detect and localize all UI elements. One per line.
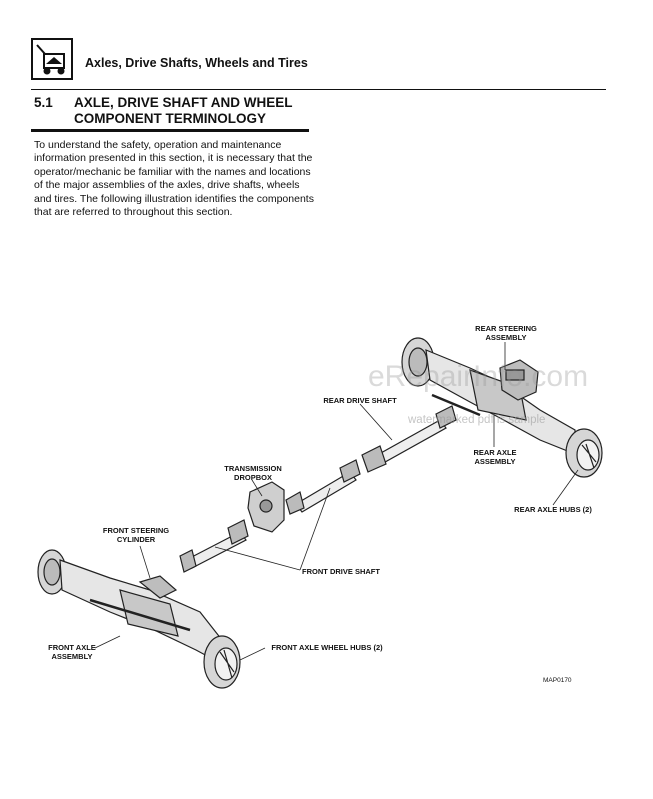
axle-drive-shaft-diagram <box>37 337 603 689</box>
rear-axle-illustration <box>401 337 603 478</box>
callout-front-drive-shaft: FRONT DRIVE SHAFT <box>302 567 380 576</box>
callout-front-axle-wheel-hubs: FRONT AXLE WHEEL HUBS (2) <box>271 643 383 652</box>
header-divider <box>31 89 606 90</box>
rear-drive-shaft-illustration <box>361 405 457 473</box>
figure-code: MAP0170 <box>543 677 572 684</box>
section-number: 5.1 <box>34 95 53 110</box>
callout-rear-steering-assembly: REAR STEERING ASSEMBLY <box>475 324 537 342</box>
watermark-site: eRepairInfo.com <box>368 360 589 393</box>
callout-rear-drive-shaft: REAR DRIVE SHAFT <box>323 396 397 405</box>
front-drive-shaft-illustration <box>179 459 361 573</box>
callout-rear-axle-assembly: REAR AXLE ASSEMBLY <box>473 448 517 466</box>
section-title: AXLE, DRIVE SHAFT AND WHEEL COMPONENT TE… <box>74 95 293 126</box>
watermark-note: watermarked pdf is sample <box>408 414 546 426</box>
transmission-dropbox-illustration <box>247 481 285 533</box>
callout-rear-axle-hubs: REAR AXLE HUBS (2) <box>514 505 592 514</box>
section-body-text: To understand the safety, operation and … <box>34 139 314 219</box>
front-axle-illustration <box>37 549 241 689</box>
callout-transmission-dropbox: TRANSMISSION DROPBOX <box>224 464 282 482</box>
section-divider <box>31 129 309 132</box>
hand-truck-icon <box>31 38 73 80</box>
callout-front-steering-cylinder: FRONT STEERING CYLINDER <box>102 526 170 544</box>
page-header-title: Axles, Drive Shafts, Wheels and Tires <box>85 56 308 70</box>
callout-front-axle-assembly: FRONT AXLE ASSEMBLY <box>48 643 96 661</box>
